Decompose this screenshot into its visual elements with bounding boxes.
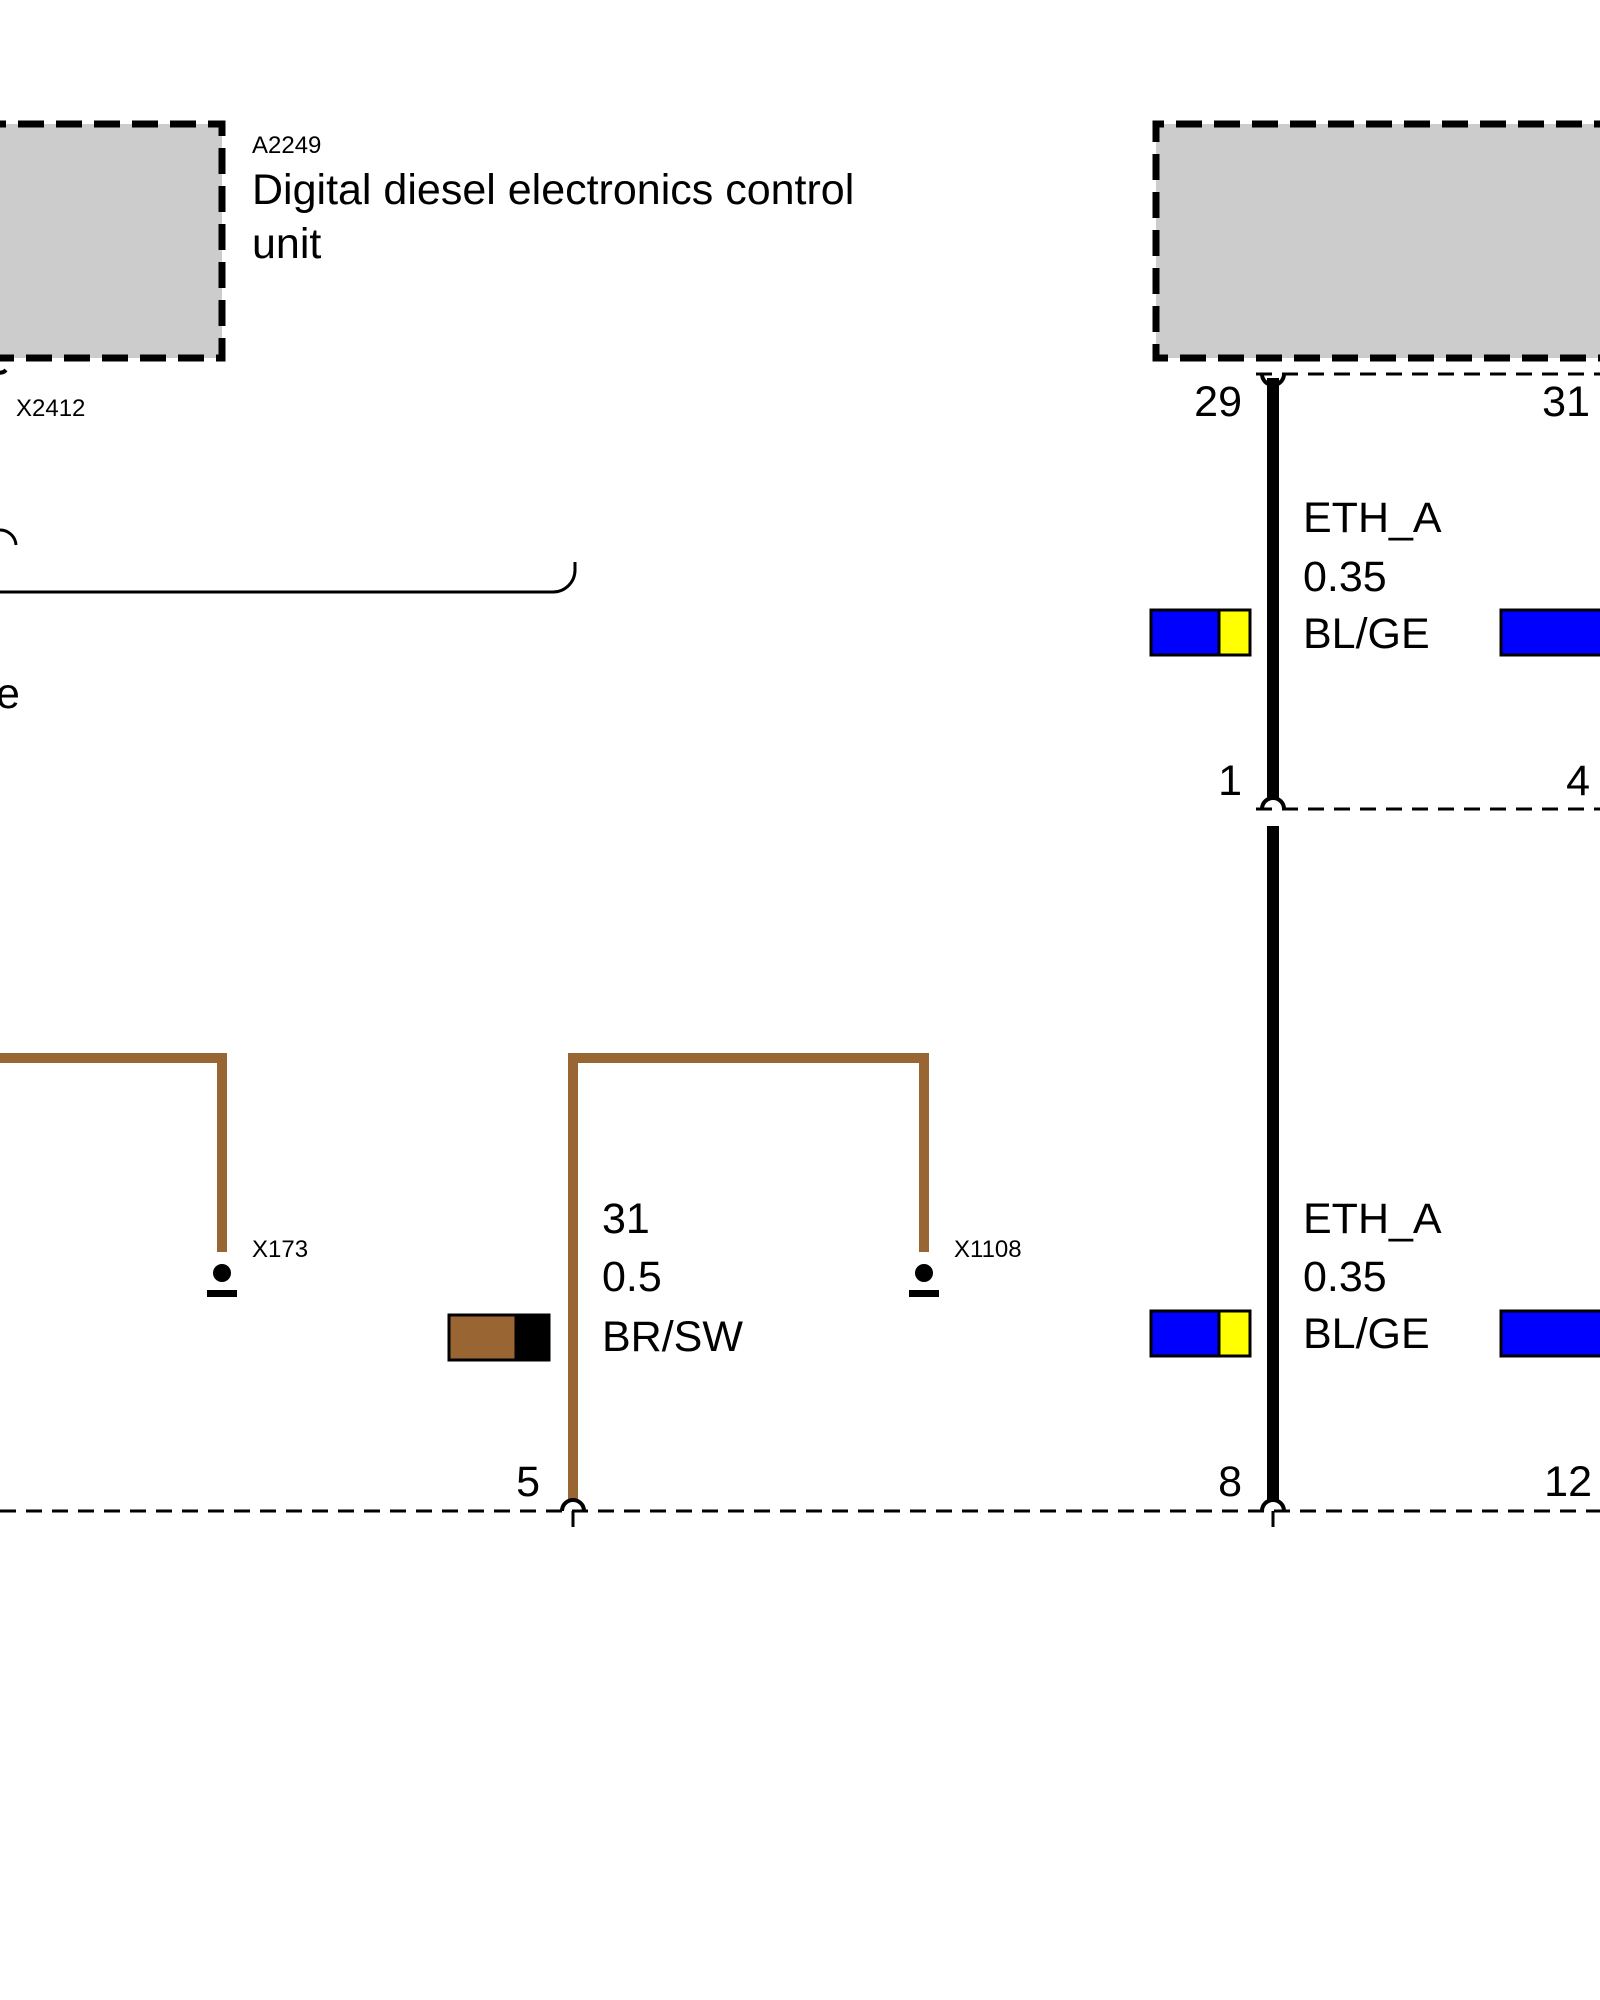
pin-label-5: 5: [516, 1458, 540, 1506]
partial-left-text: e: [0, 670, 20, 718]
wire-color-swatch-blue: [1499, 1309, 1600, 1358]
wire-color-swatch-blue: [1499, 608, 1600, 657]
connector-pin-x2412: [0, 368, 8, 375]
wire-color-label: BL/GE: [1303, 610, 1430, 658]
pin-symbol-5: [560, 1498, 586, 1512]
component-ref-label: A2249: [252, 132, 321, 159]
wire-signal-label: 31: [602, 1195, 650, 1243]
pin-label-12: 12: [1544, 1458, 1592, 1506]
pin-label-31: 31: [1542, 378, 1590, 426]
connector-label-x2412: X2412: [16, 395, 85, 422]
wire-color-swatch-br-sw: [447, 1313, 551, 1362]
pin-label-29: 29: [1194, 378, 1242, 426]
pin-symbol-29: [1260, 373, 1286, 387]
component-a2249[interactable]: [0, 120, 226, 362]
wire-color-swatch-bl-ge: [1149, 608, 1252, 657]
wire-signal-label: ETH_A: [1303, 1195, 1442, 1243]
wire-size-label: 0.35: [1303, 1253, 1387, 1301]
component-group-brace: [0, 528, 577, 594]
pin-symbol-8: [1260, 1498, 1286, 1512]
wire-ground-31[interactable]: [568, 1053, 929, 1502]
ground-symbol-x173: [207, 1264, 237, 1297]
wire-size-label: 0.35: [1303, 553, 1387, 601]
pin-symbol-1: [1260, 796, 1286, 810]
wire-signal-label: ETH_A: [1303, 494, 1442, 542]
component-right[interactable]: [1152, 120, 1600, 362]
pin-label-1: 1: [1218, 757, 1242, 805]
ground-symbol-x1108: [909, 1264, 939, 1297]
wire-size-label: 0.5: [602, 1253, 662, 1301]
component-title-line1: Digital diesel electronics control: [252, 166, 854, 214]
ground-label-x173: X173: [252, 1236, 308, 1263]
wire-color-label: BL/GE: [1303, 1310, 1430, 1358]
wire-color-swatch-bl-ge: [1149, 1309, 1252, 1358]
pin-label-8: 8: [1218, 1458, 1242, 1506]
ground-label-x1108: X1108: [954, 1236, 1022, 1263]
wire-ground-x173[interactable]: [0, 1053, 227, 1252]
wire-color-label: BR/SW: [602, 1313, 743, 1361]
component-title-line2: unit: [252, 220, 321, 268]
pin-label-4: 4: [1566, 757, 1590, 805]
